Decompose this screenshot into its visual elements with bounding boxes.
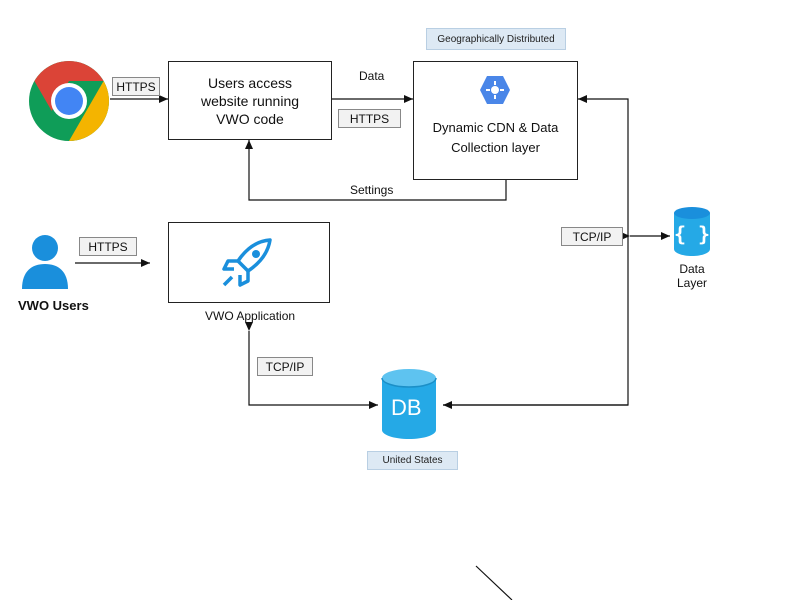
database-cylinder-icon <box>381 369 437 439</box>
svg-text:{ }: { } <box>674 222 710 246</box>
united-states-tag: United States <box>367 451 458 470</box>
vwo-users-label: VWO Users <box>18 298 89 313</box>
vwo-app-label: VWO Application <box>205 309 296 323</box>
https-label-chrome: HTTPS <box>112 77 160 96</box>
data-layer-label: Data Layer <box>676 262 708 290</box>
chrome-logo-icon <box>29 61 109 141</box>
tcp-label-right: TCP/IP <box>561 227 623 246</box>
stray-line <box>475 565 513 600</box>
rocket-icon <box>222 238 272 287</box>
arrow-vwo-app-to-db <box>245 322 378 409</box>
users-access-node: Users access website running VWO code <box>168 61 332 140</box>
geo-distributed-tag: Geographically Distributed <box>426 28 566 50</box>
settings-label: Settings <box>350 183 394 197</box>
data-layer-braces-cylinder-icon: { } <box>674 207 710 256</box>
tcp-label-left: TCP/IP <box>257 357 313 376</box>
cdn-label: Dynamic CDN & Data Collection layer <box>432 119 559 155</box>
gcp-cdn-hexagon-icon <box>480 76 510 104</box>
vwo-app-node <box>168 222 330 303</box>
users-access-label: Users access website running VWO code <box>200 74 300 127</box>
https-label-mid: HTTPS <box>338 109 401 128</box>
data-label: Data <box>359 69 385 83</box>
user-person-icon <box>22 235 68 289</box>
db-label: DB <box>391 395 422 420</box>
arrow-settings-to-users-access <box>245 140 507 201</box>
https-label-users: HTTPS <box>79 237 137 256</box>
